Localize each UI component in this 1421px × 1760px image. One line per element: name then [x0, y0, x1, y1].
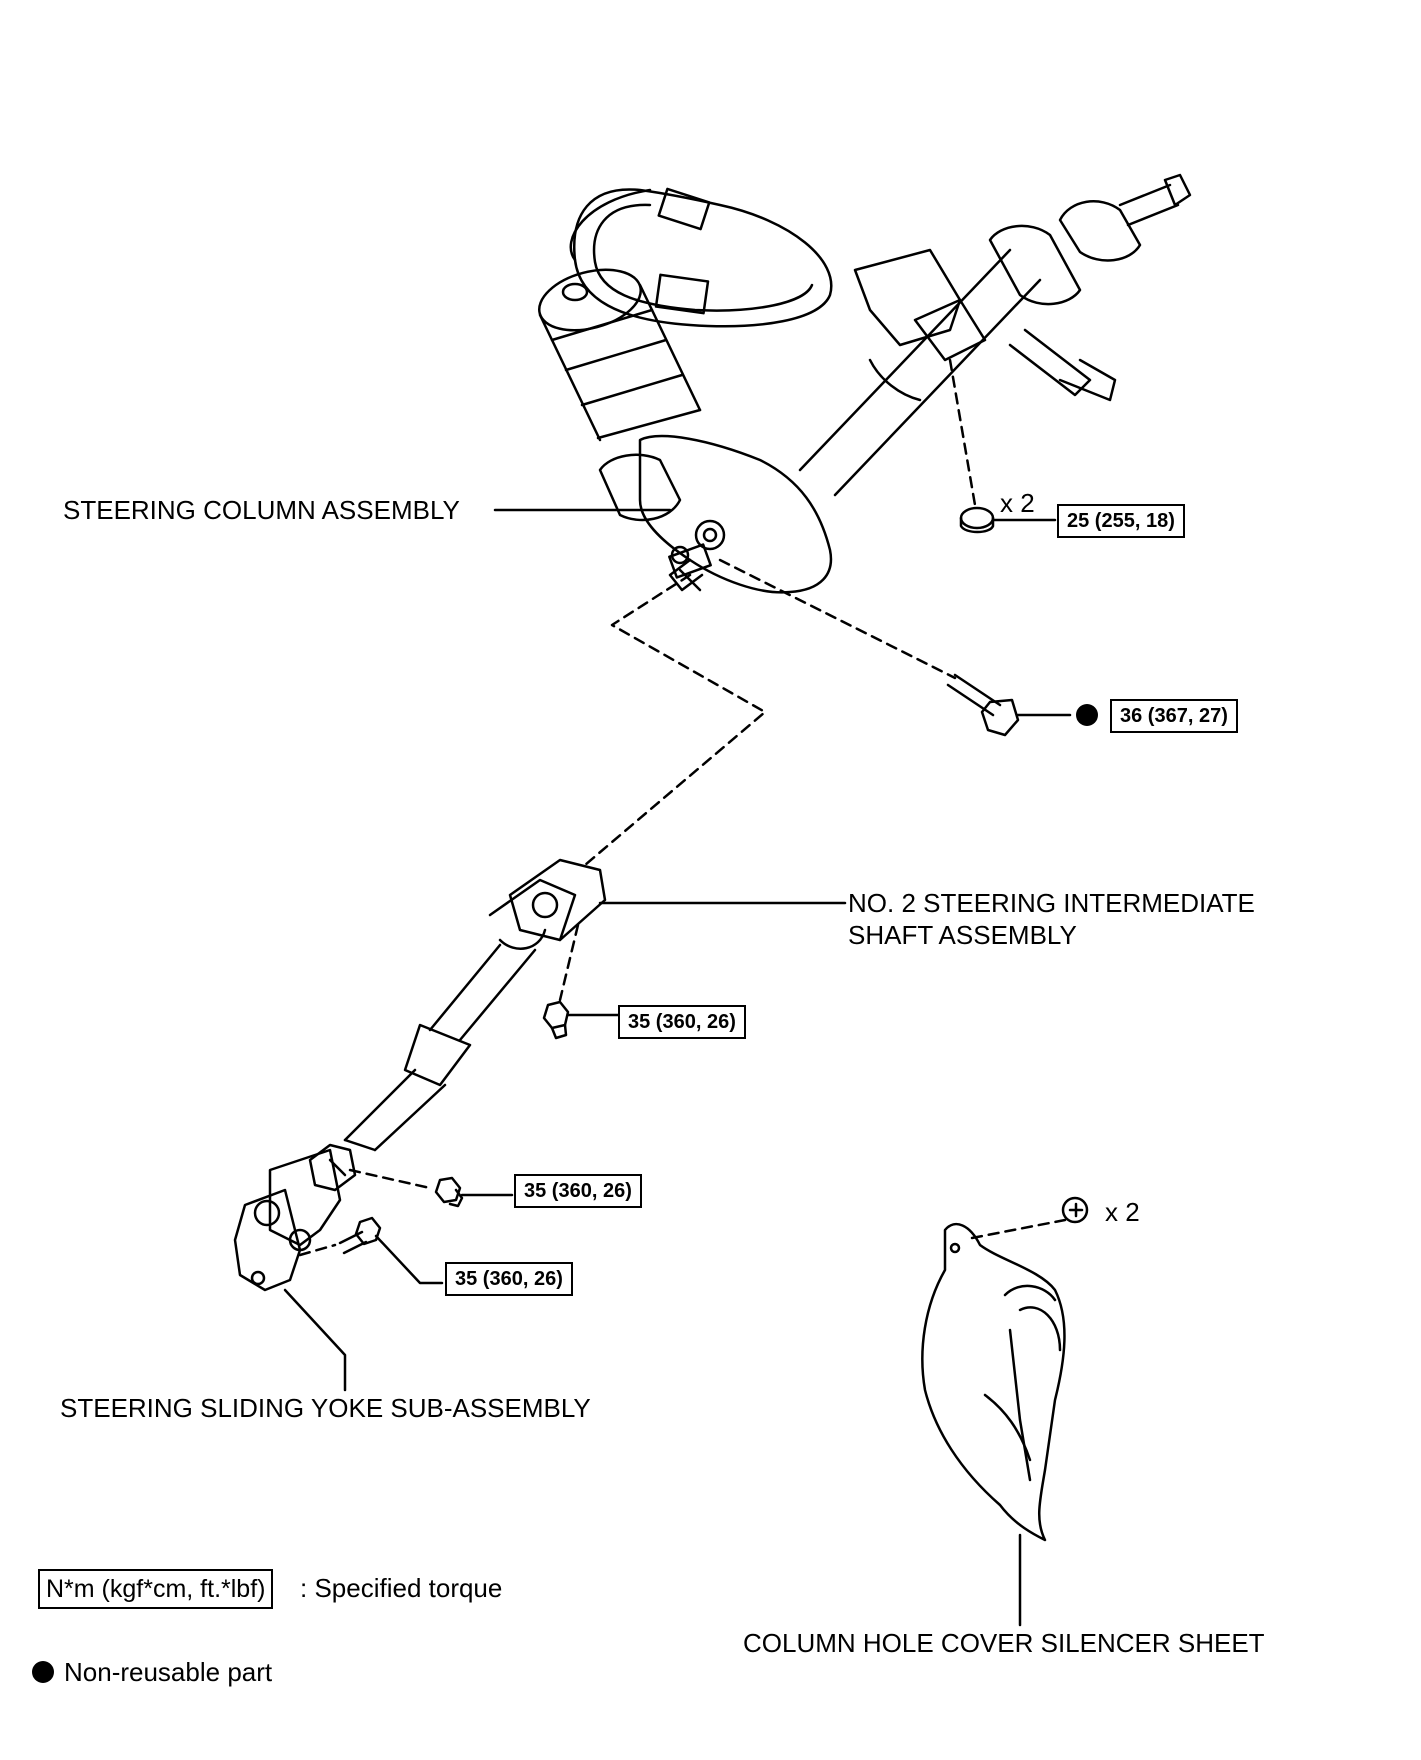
- silencer-clip-dash: [970, 1218, 1067, 1240]
- torque-box-column-bolt: 36 (367, 27): [1110, 699, 1238, 733]
- yoke-bolt-upper-dash: [348, 1168, 432, 1190]
- steering-column-drawing: [538, 173, 1192, 594]
- intermediate-bolt-dash: [558, 923, 580, 1002]
- legend-nonreusable-desc: Non-reusable part: [64, 1657, 273, 1687]
- motor-unit: [538, 268, 702, 442]
- steering-column-label: STEERING COLUMN ASSEMBLY: [63, 495, 460, 525]
- column-nut-drawing: [959, 506, 995, 534]
- yoke-bolt-lower-drawing: [338, 1216, 382, 1255]
- torque-box-column-nut: 25 (255, 18): [1057, 504, 1185, 538]
- torque-box-yoke-bolt-lower: 35 (360, 26): [445, 1262, 573, 1296]
- intermediate-bolt-drawing: [542, 1000, 570, 1040]
- shaft-connection-dash: [583, 573, 767, 867]
- nonreusable-dot-icon: [1076, 704, 1098, 726]
- sliding-yoke-drawing: [233, 1143, 357, 1292]
- legend-nonreusable-dot-icon: [32, 1661, 54, 1683]
- intermediate-shaft-label-line1: NO. 2 STEERING INTERMEDIATE: [848, 888, 1255, 918]
- yoke-bolt-upper-drawing: [434, 1176, 464, 1208]
- yoke-bolt-lower-dash: [298, 1243, 337, 1257]
- legend-torque-desc: : Specified torque: [300, 1573, 503, 1603]
- silencer-clip-drawing: [1061, 1196, 1089, 1224]
- column-nut-quantity: x 2: [1000, 488, 1035, 518]
- torque-box-intermediate-bolt: 35 (360, 26): [618, 1005, 746, 1039]
- column-nut-dash: [948, 358, 977, 507]
- silencer-sheet-drawing: [921, 1222, 1066, 1542]
- torque-box-yoke-bolt-upper: 35 (360, 26): [514, 1174, 642, 1208]
- legend-torque-unit-box: N*m (kgf*cm, ft.*lbf): [38, 1569, 274, 1609]
- yoke-bolt-lower-leader: [374, 1234, 444, 1285]
- sliding-yoke-label: STEERING SLIDING YOKE SUB-ASSEMBLY: [60, 1393, 591, 1423]
- intermediate-shaft-drawing: [343, 858, 607, 1152]
- silencer-sheet-label: COLUMN HOLE COVER SILENCER SHEET: [743, 1628, 1265, 1658]
- column-bolt-drawing: [946, 673, 1020, 737]
- yoke-leader: [283, 1288, 347, 1392]
- silencer-clip-quantity: x 2: [1105, 1197, 1140, 1227]
- column-bolt-dash: [718, 558, 957, 680]
- intermediate-shaft-label-line2: SHAFT ASSEMBLY: [848, 920, 1077, 950]
